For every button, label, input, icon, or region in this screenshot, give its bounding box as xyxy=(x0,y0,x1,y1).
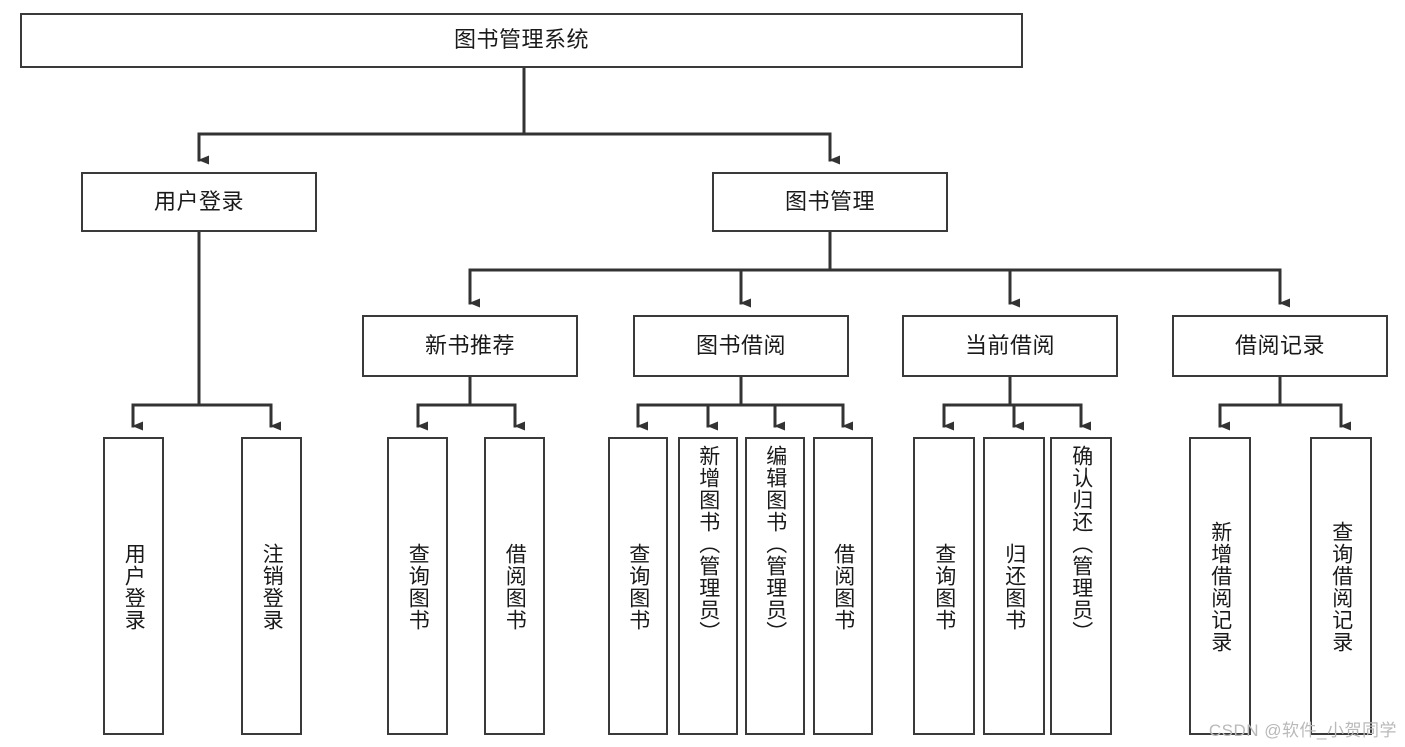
leaf-return-book-label: 归还图书 xyxy=(1002,543,1026,631)
leaf-query-book-borrow[interactable]: 查询图书 xyxy=(608,437,668,735)
leaf-confirm-return-admin[interactable]: 确认归还（管理员） xyxy=(1050,437,1112,735)
node-current-borrow-label: 当前借阅 xyxy=(964,332,1055,358)
leaf-borrow-book-new-books[interactable]: 借阅图书 xyxy=(484,437,545,735)
leaf-logout[interactable]: 注销登录 xyxy=(241,437,302,735)
node-book-management[interactable]: 图书管理 xyxy=(712,172,948,232)
leaf-query-book-current-label: 查询图书 xyxy=(932,543,956,631)
leaf-borrow-book-new-books-label: 借阅图书 xyxy=(503,543,527,631)
leaf-logout-label: 注销登录 xyxy=(260,543,284,631)
leaf-borrow-book-borrow[interactable]: 借阅图书 xyxy=(813,437,873,735)
leaf-add-book-admin[interactable]: 新增图书（管理员） xyxy=(678,437,738,735)
node-book-borrow[interactable]: 图书借阅 xyxy=(633,315,849,377)
node-new-book-recommend-label: 新书推荐 xyxy=(424,332,515,358)
node-root[interactable]: 图书管理系统 xyxy=(20,13,1023,68)
watermark-text: CSDN @软件_小贺同学 xyxy=(1208,721,1397,740)
node-book-management-label: 图书管理 xyxy=(784,188,875,214)
leaf-confirm-return-admin-label: 确认归还（管理员） xyxy=(1069,445,1093,643)
leaf-user-login-label: 用户登录 xyxy=(122,543,146,631)
node-user-login[interactable]: 用户登录 xyxy=(81,172,317,232)
leaf-query-book-borrow-label: 查询图书 xyxy=(626,543,650,631)
leaf-return-book[interactable]: 归还图书 xyxy=(983,437,1045,735)
leaf-edit-book-admin-label: 编辑图书（管理员） xyxy=(763,445,787,643)
leaf-query-borrow-record[interactable]: 查询借阅记录 xyxy=(1310,437,1372,735)
node-new-book-recommend[interactable]: 新书推荐 xyxy=(362,315,578,377)
node-user-login-label: 用户登录 xyxy=(153,188,244,214)
leaf-query-book-current[interactable]: 查询图书 xyxy=(913,437,975,735)
leaf-edit-book-admin[interactable]: 编辑图书（管理员） xyxy=(745,437,805,735)
node-book-borrow-label: 图书借阅 xyxy=(695,332,786,358)
node-root-label: 图书管理系统 xyxy=(453,27,589,53)
node-borrow-records-label: 借阅记录 xyxy=(1234,332,1325,358)
leaf-query-borrow-record-label: 查询借阅记录 xyxy=(1329,521,1353,653)
leaf-user-login[interactable]: 用户登录 xyxy=(103,437,164,735)
leaf-borrow-book-borrow-label: 借阅图书 xyxy=(831,543,855,631)
leaf-add-borrow-record-label: 新增借阅记录 xyxy=(1208,521,1232,653)
leaf-add-borrow-record[interactable]: 新增借阅记录 xyxy=(1189,437,1251,735)
leaf-query-book-new-books[interactable]: 查询图书 xyxy=(387,437,448,735)
tree-connectors xyxy=(131,66,1351,431)
node-current-borrow[interactable]: 当前借阅 xyxy=(902,315,1118,377)
leaf-add-book-admin-label: 新增图书（管理员） xyxy=(696,445,720,643)
node-borrow-records[interactable]: 借阅记录 xyxy=(1172,315,1388,377)
leaf-query-book-new-books-label: 查询图书 xyxy=(406,543,430,631)
